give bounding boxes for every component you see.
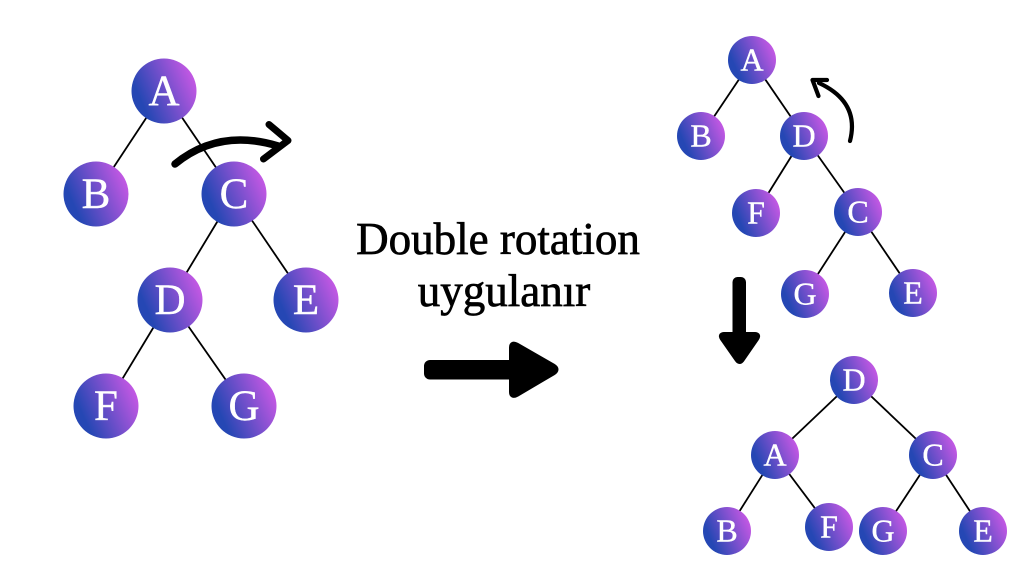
svg-text:Double rotation: Double rotation — [356, 214, 640, 264]
svg-text:D: D — [842, 362, 865, 398]
svg-text:A: A — [740, 42, 763, 78]
svg-text:uygulanır: uygulanır — [418, 266, 590, 316]
svg-text:B: B — [690, 118, 711, 154]
svg-text:A: A — [148, 68, 179, 115]
svg-text:D: D — [154, 277, 185, 324]
svg-text:A: A — [763, 437, 786, 473]
svg-text:E: E — [293, 277, 319, 324]
svg-text:D: D — [792, 118, 815, 154]
svg-text:F: F — [94, 383, 118, 430]
svg-text:E: E — [903, 275, 923, 311]
svg-text:G: G — [793, 276, 816, 312]
svg-text:C: C — [847, 194, 868, 230]
svg-text:F: F — [747, 195, 765, 231]
svg-text:G: G — [871, 513, 894, 549]
svg-text:C: C — [922, 437, 943, 473]
svg-text:F: F — [820, 509, 838, 545]
svg-text:B: B — [82, 171, 111, 218]
svg-text:B: B — [716, 513, 737, 549]
svg-text:C: C — [220, 171, 249, 218]
svg-text:E: E — [973, 513, 993, 549]
svg-text:G: G — [228, 383, 259, 430]
